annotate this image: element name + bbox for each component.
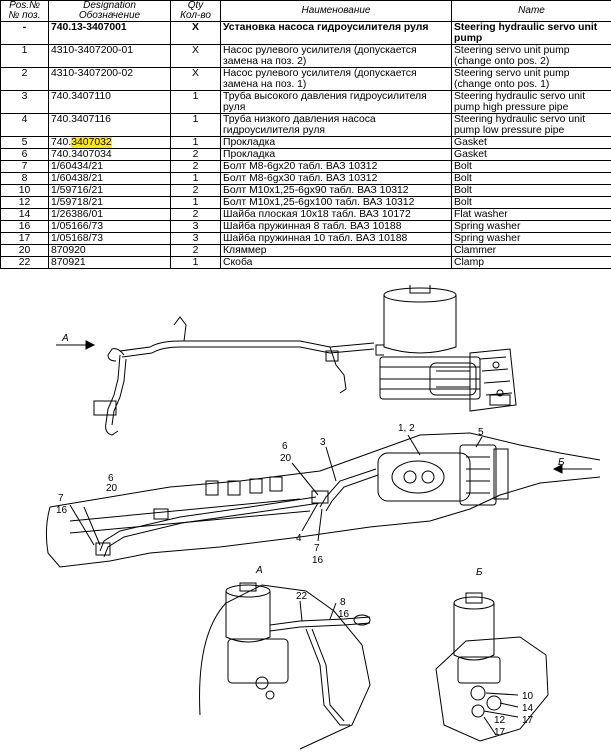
callout: 7 bbox=[58, 493, 64, 504]
designation-highlighted: 740.3407032 bbox=[48, 136, 171, 149]
callout: 17 bbox=[522, 715, 534, 726]
callout: 4 bbox=[296, 533, 302, 544]
view-a-title: А bbox=[255, 565, 263, 576]
view-arrow-b: Б bbox=[558, 457, 565, 468]
search-highlight: 3407032 bbox=[71, 137, 112, 148]
top-pump-view bbox=[56, 285, 517, 436]
drawing-labels: А Б 1, 2 5 3 6 20 6 20 7 16 4 7 16 А 22 … bbox=[56, 333, 565, 738]
callout: 14 bbox=[522, 703, 534, 714]
callout: 7 bbox=[314, 543, 320, 554]
callout: 16 bbox=[338, 609, 350, 620]
engine-block-view bbox=[45, 432, 601, 568]
callout: 6 bbox=[108, 473, 114, 484]
callout: 1, 2 bbox=[398, 423, 415, 434]
view-b-title: Б bbox=[476, 567, 483, 578]
callout: 22 bbox=[296, 591, 308, 602]
callout: 3 bbox=[320, 437, 326, 448]
callout: 6 bbox=[282, 441, 288, 452]
assembly-drawing: А Б 1, 2 5 3 6 20 6 20 7 16 4 7 16 А 22 … bbox=[45, 285, 601, 750]
view-a bbox=[199, 582, 371, 750]
callout: 16 bbox=[56, 505, 68, 516]
view-b bbox=[435, 592, 549, 742]
callout: 20 bbox=[280, 453, 292, 464]
callout: 12 bbox=[494, 715, 506, 726]
header-name-en: Name bbox=[451, 0, 611, 22]
view-arrow-a: А bbox=[61, 333, 69, 344]
header-name-ru: Наименование bbox=[220, 0, 452, 22]
callout: 20 bbox=[106, 483, 118, 494]
callout: 10 bbox=[522, 691, 534, 702]
callout: 5 bbox=[478, 427, 484, 438]
callout: 8 bbox=[340, 597, 346, 608]
callout: 17 bbox=[494, 727, 506, 738]
callout: 16 bbox=[312, 555, 324, 566]
